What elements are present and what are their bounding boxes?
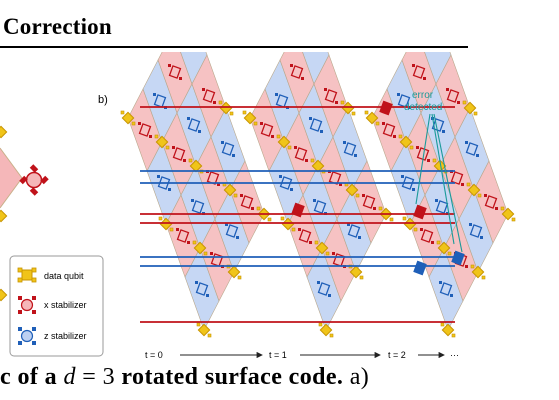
- panel-a-fragment: [0, 125, 49, 302]
- data-qubit-icon: [462, 100, 478, 116]
- z-stabilizer-icon: [18, 327, 36, 345]
- panel-b-label: b): [98, 94, 108, 106]
- section-rule: [0, 46, 468, 48]
- data-qubit-icon: [440, 322, 456, 338]
- z-stabilizer-icon: [309, 117, 323, 133]
- data-qubit-icon: [0, 125, 8, 302]
- x-stabilizer-icon: [294, 146, 308, 162]
- z-stabilizer-icon: [221, 141, 235, 157]
- x-stabilizer-icon: [240, 194, 254, 210]
- z-stabilizer-icon: [465, 141, 479, 157]
- data-qubit-icon: [120, 110, 136, 126]
- data-qubit-icon: [242, 110, 258, 126]
- x-stabilizer-icon: [18, 296, 36, 314]
- section-heading: Correction: [3, 14, 112, 39]
- z-stabilizer-icon: [439, 281, 453, 297]
- data-qubit-icon: [344, 182, 360, 198]
- x-stabilizer-icon: [168, 64, 182, 80]
- x-stabilizer-icon: [413, 204, 427, 220]
- caption-suffix: rotated surface code.: [121, 364, 344, 390]
- x-stabilizer-icon: [298, 228, 312, 244]
- data-qubit-icon: [318, 322, 334, 338]
- x-stabilizer-icon: [290, 64, 304, 80]
- caption-math-d: d: [63, 364, 76, 390]
- data-qubit-icon: [398, 134, 414, 150]
- figure-caption: c of a d = 3 rotated surface code. a): [0, 364, 369, 391]
- caption-value: 3: [102, 364, 116, 390]
- z-stabilizer-icon: [469, 223, 483, 239]
- data-qubit-icon: [314, 240, 330, 256]
- data-qubit-icon: [158, 216, 174, 232]
- x-stabilizer-icon: [362, 194, 376, 210]
- caption-equals: =: [82, 364, 97, 390]
- annotation-line-2: detected: [404, 102, 442, 113]
- time-axis: t = 0 t = 1 t = 2 ···: [145, 350, 459, 360]
- x-stabilizer-icon: [138, 122, 152, 138]
- data-qubit-icon: [188, 158, 204, 174]
- z-stabilizer-icon: [451, 250, 465, 266]
- time-label-0: t = 0: [145, 350, 163, 360]
- z-stabilizer-icon: [187, 117, 201, 133]
- x-stabilizer-icon: [382, 122, 396, 138]
- legend: data qubit x stabilizer z stabilizer: [9, 255, 104, 357]
- x-stabilizer-icon: [420, 228, 434, 244]
- z-stabilizer-icon: [347, 223, 361, 239]
- x-stabilizer-icon: [172, 146, 186, 162]
- z-stabilizer-icon: [225, 223, 239, 239]
- x-stabilizer-icon: [19, 164, 49, 196]
- caption-prefix: c of a: [0, 364, 58, 390]
- data-qubit-icon: [466, 182, 482, 198]
- temporal-lines: [140, 100, 465, 323]
- x-stabilizer-icon: [260, 122, 274, 138]
- x-stabilizer-icon: [291, 202, 305, 218]
- x-stabilizer-icon: [446, 88, 460, 104]
- data-qubit-icon: [196, 322, 212, 338]
- data-qubit-icon: [280, 216, 296, 232]
- data-qubit-icon: [436, 240, 452, 256]
- time-label-ellipsis: ···: [450, 350, 459, 360]
- time-label-1: t = 1: [269, 350, 287, 360]
- time-slice-2: [364, 52, 516, 338]
- time-slice-1: [242, 52, 394, 338]
- data-qubit-icon: [432, 158, 448, 174]
- x-stabilizer-icon: [484, 194, 498, 210]
- z-stabilizer-icon: [401, 175, 415, 191]
- annotation-line-1: error: [412, 90, 434, 101]
- caption-tail: a): [349, 364, 370, 390]
- time-slices: [120, 52, 516, 338]
- data-qubit-icon: [470, 264, 486, 280]
- data-qubit-icon: [226, 264, 242, 280]
- data-qubit-icon: [500, 206, 516, 222]
- data-qubit-icon: [340, 100, 356, 116]
- time-label-2: t = 2: [388, 350, 406, 360]
- z-stabilizer-icon: [279, 175, 293, 191]
- x-stabilizer-icon: [412, 64, 426, 80]
- error-annotation: error detected: [404, 90, 463, 253]
- z-stabilizer-icon: [317, 281, 331, 297]
- legend-label-data-qubit: data qubit: [44, 271, 84, 281]
- data-qubit-icon: [154, 134, 170, 150]
- z-stabilizer-icon: [195, 281, 209, 297]
- data-qubit-icon: [192, 240, 208, 256]
- data-qubit-icon: [402, 216, 418, 232]
- x-stabilizer-icon: [324, 88, 338, 104]
- x-stabilizer-icon: [202, 88, 216, 104]
- data-qubit-icon: [17, 267, 37, 283]
- z-stabilizer-icon: [343, 141, 357, 157]
- time-slice-0: [120, 52, 272, 338]
- legend-label-x-stabilizer: x stabilizer: [44, 300, 87, 310]
- legend-label-z-stabilizer: z stabilizer: [44, 331, 87, 341]
- surface-code-figure: b) error detected data qubit x stabilize…: [0, 52, 516, 360]
- x-stabilizer-icon: [176, 228, 190, 244]
- z-stabilizer-icon: [157, 175, 171, 191]
- z-stabilizer-icon: [413, 260, 427, 276]
- data-qubit-icon: [364, 110, 380, 126]
- data-qubit-icon: [276, 134, 292, 150]
- data-qubit-icon: [218, 100, 234, 116]
- x-stabilizer-icon: [379, 100, 393, 116]
